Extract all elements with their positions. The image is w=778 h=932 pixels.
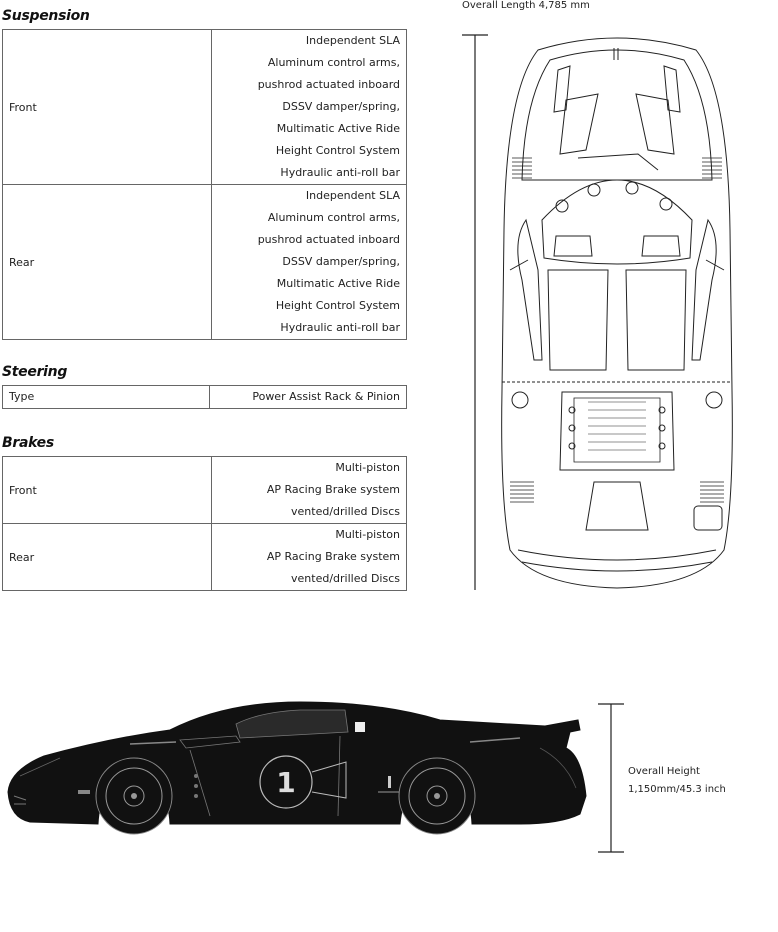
table-row: Type Power Assist Rack & Pinion [2,385,407,409]
steering-type-label: Type [2,385,210,409]
spec-line: Multi-piston [335,461,400,474]
spec-line: Independent SLA [305,34,400,47]
spec-line: Multimatic Active Ride [276,122,400,135]
suspension-front-label: Front [2,29,212,185]
brakes-rear-value: Multi-piston AP Racing Brake system vented… [211,523,407,591]
steering-title: Steering [2,364,68,380]
suspension-rear-label: Rear [2,184,212,340]
spec-line: Aluminum control arms, [267,211,400,224]
spec-line: pushrod actuated inboard [257,233,400,246]
length-dimension-line [462,34,488,590]
spec-line: Height Control System [275,299,400,312]
table-row: Front Multi-piston AP Racing Brake system… [2,456,407,524]
suspension-table: Front Independent SLA Aluminum control ar… [2,29,407,340]
spec-line: Multi-piston [335,528,400,541]
spec-line: AP Racing Brake system [266,483,400,496]
overall-height-label: Overall Height [628,766,700,777]
table-row: Rear Independent SLA Aluminum control arm… [2,184,407,340]
spec-line: pushrod actuated inboard [257,78,400,91]
brakes-table: Front Multi-piston AP Racing Brake system… [2,456,407,591]
brakes-front-value: Multi-piston AP Racing Brake system vented… [211,456,407,524]
brakes-front-label: Front [2,456,212,524]
spec-line: DSSV damper/spring, [282,100,400,113]
spec-line: AP Racing Brake system [266,550,400,563]
spec-line: vented/drilled Discs [291,505,400,518]
spec-line: Aluminum control arms, [267,56,400,69]
steering-table: Type Power Assist Rack & Pinion [2,385,407,409]
suspension-title: Suspension [2,8,90,24]
brakes-rear-label: Rear [2,523,212,591]
steering-type-value: Power Assist Rack & Pinion [209,385,407,409]
door-number: 1 [276,766,295,799]
suspension-front-value: Independent SLA Aluminum control arms, pus… [211,29,407,185]
spec-line: Hydraulic anti-roll bar [280,166,400,179]
table-row: Rear Multi-piston AP Racing Brake system v… [2,523,407,591]
spec-line: vented/drilled Discs [291,572,400,585]
spec-line: Multimatic Active Ride [276,277,400,290]
spec-line: Height Control System [275,144,400,157]
table-row: Front Independent SLA Aluminum control ar… [2,29,407,185]
spec-line: Independent SLA [305,189,400,202]
overall-height-value: 1,150mm/45.3 inch [628,784,726,795]
brakes-title: Brakes [2,435,54,451]
car-side-view-drawing: 1 [7,701,587,835]
height-dimension-line [598,703,624,853]
spec-line: Hydraulic anti-roll bar [280,321,400,334]
overall-length-label: Overall Length 4,785 mm [462,0,590,11]
spec-line: DSSV damper/spring, [282,255,400,268]
car-top-view-drawing [501,37,733,589]
front-wheel [95,757,173,835]
rear-wheel [398,757,476,835]
suspension-rear-value: Independent SLA Aluminum control arms, pus… [211,184,407,340]
